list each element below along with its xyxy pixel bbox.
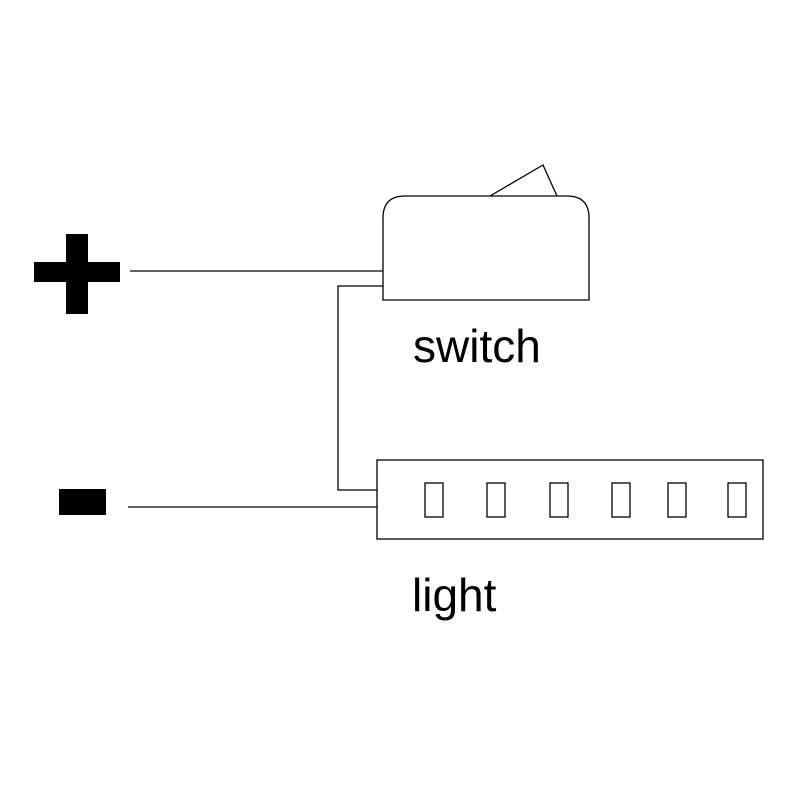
positive-terminal-symbol [34,234,120,314]
negative-terminal-symbol [59,489,106,515]
light-component [376,459,764,540]
led-segment [727,482,747,518]
led-segment [424,482,444,518]
switch-component [382,164,590,301]
switch-body [382,195,590,301]
led-segment [486,482,506,518]
light-housing [376,459,764,540]
led-segment [549,482,569,518]
switch-to-light-wire [337,285,383,491]
switch-rocker [489,164,558,197]
light-label: light [412,569,497,621]
led-segment [667,482,687,518]
led-segment [611,482,631,518]
switch-label: switch [413,320,541,372]
